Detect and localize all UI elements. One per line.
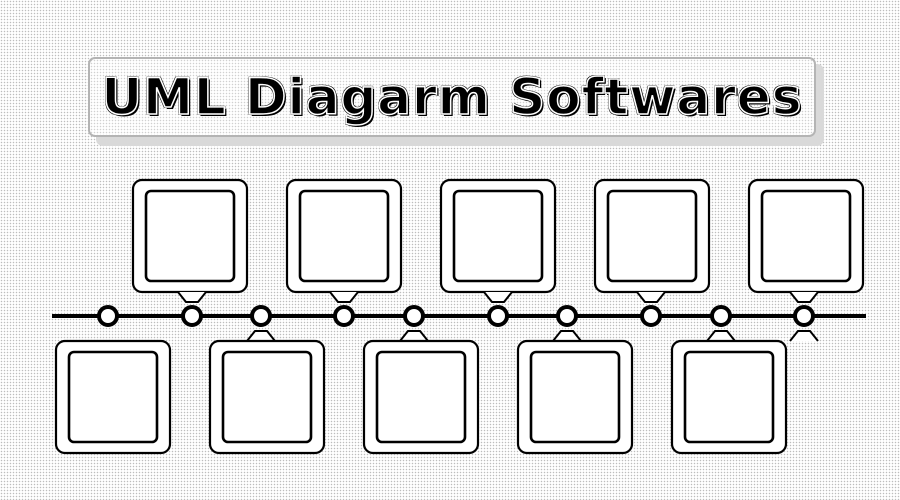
bottom-box-2 — [208, 330, 429, 455]
timeline-node — [640, 305, 662, 327]
top-box-4 — [593, 178, 711, 303]
diagram-title: UML Diagarm Softwares — [101, 67, 803, 127]
timeline-node — [556, 305, 578, 327]
bottom-box-5 — [670, 330, 819, 455]
top-box-1 — [131, 178, 249, 303]
timeline-node — [250, 305, 272, 327]
bottom-box-3 — [362, 330, 582, 455]
timeline-node — [487, 305, 509, 327]
title-banner: UML Diagarm Softwares — [88, 57, 816, 137]
top-box-2 — [285, 178, 403, 303]
timeline-nodes — [97, 305, 815, 327]
timeline-node — [793, 305, 815, 327]
bottom-boxes — [54, 330, 819, 455]
timeline-node — [181, 305, 203, 327]
timeline-node — [333, 305, 355, 327]
bottom-box-1 — [54, 330, 276, 455]
top-box-3 — [439, 178, 557, 303]
bottom-box-4 — [516, 330, 736, 455]
timeline-node — [710, 305, 732, 327]
timeline-node — [403, 305, 425, 327]
top-box-5 — [747, 178, 865, 303]
timeline-node — [97, 305, 119, 327]
top-boxes — [131, 178, 865, 303]
